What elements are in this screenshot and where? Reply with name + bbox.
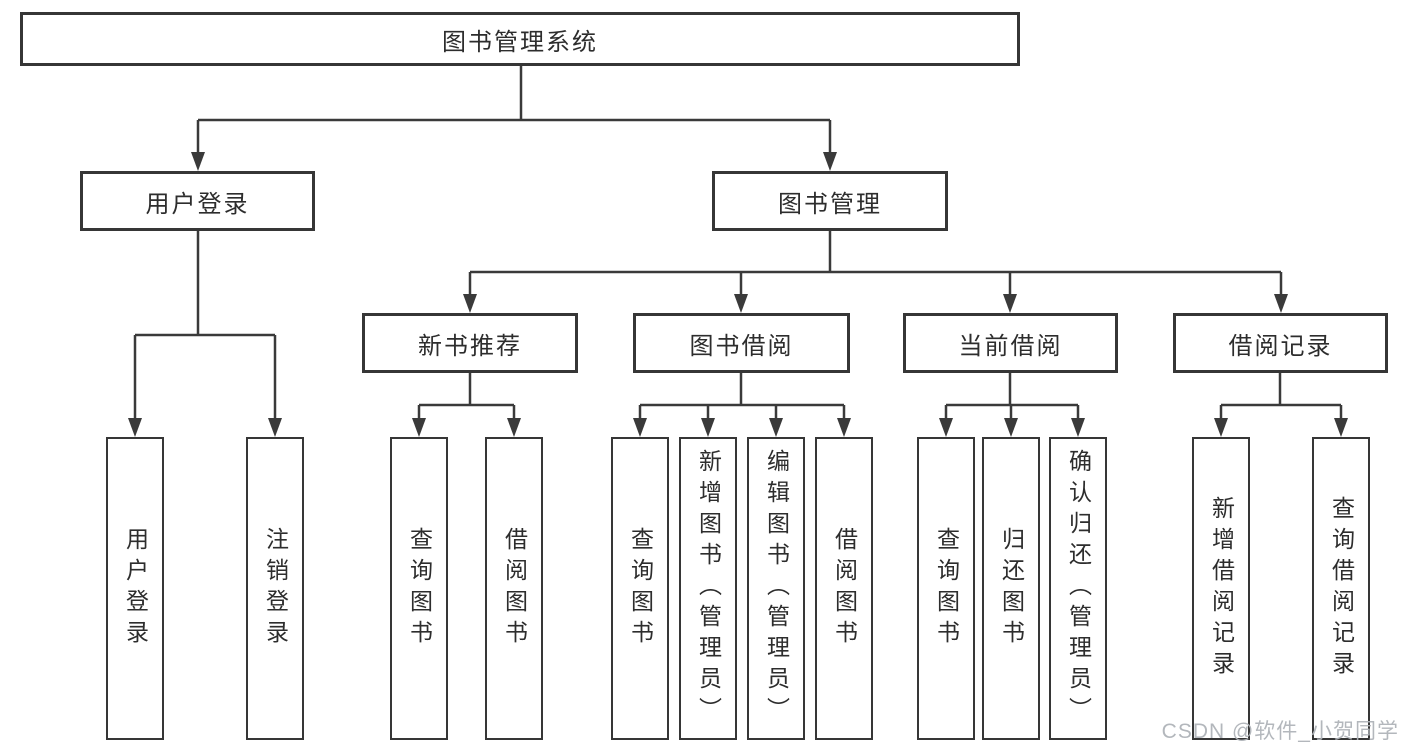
node-current-borrow: 当前借阅: [903, 313, 1118, 373]
node-leaf-add-borrow-record: 新增借阅记录: [1192, 437, 1250, 740]
node-leaf-query-books-borrow: 查询图书: [611, 437, 669, 740]
leaf-label: 新增借阅记录: [1208, 495, 1235, 682]
leaf-label: 注销登录: [262, 526, 289, 651]
leaf-label: 编辑图书（管理员）: [763, 449, 790, 728]
leaf-label: 查询图书: [627, 526, 654, 651]
node-user-login: 用户登录: [80, 171, 315, 231]
node-leaf-confirm-return-admin: 确认归还（管理员）: [1049, 437, 1107, 740]
node-leaf-borrow-books-borrow: 借阅图书: [815, 437, 873, 740]
node-borrow-records: 借阅记录: [1173, 313, 1388, 373]
arrowheads: [128, 152, 1348, 437]
connector-paths: [133, 66, 1343, 420]
leaf-label: 借阅图书: [831, 526, 858, 651]
leaf-label: 查询借阅记录: [1328, 495, 1355, 682]
node-leaf-query-books-recommend: 查询图书: [390, 437, 448, 740]
node-leaf-add-book-admin: 新增图书（管理员）: [679, 437, 737, 740]
node-leaf-user-login: 用户登录: [106, 437, 164, 740]
node-leaf-logout: 注销登录: [246, 437, 304, 740]
leaf-label: 新增图书（管理员）: [695, 449, 722, 728]
node-root: 图书管理系统: [20, 12, 1020, 66]
node-new-book-recommend: 新书推荐: [362, 313, 578, 373]
node-book-management: 图书管理: [712, 171, 948, 231]
leaf-label: 借阅图书: [501, 526, 528, 651]
leaf-label: 归还图书: [998, 526, 1025, 651]
leaf-label: 用户登录: [122, 526, 149, 651]
node-leaf-query-books-current: 查询图书: [917, 437, 975, 740]
leaf-label: 查询图书: [406, 526, 433, 651]
node-leaf-borrow-books-recommend: 借阅图书: [485, 437, 543, 740]
csdn-watermark: CSDN @软件_小贺同学: [1161, 720, 1399, 743]
node-book-borrow: 图书借阅: [633, 313, 850, 373]
node-leaf-return-book: 归还图书: [982, 437, 1040, 740]
leaf-label: 确认归还（管理员）: [1065, 449, 1092, 728]
node-leaf-edit-book-admin: 编辑图书（管理员）: [747, 437, 805, 740]
leaf-label: 查询图书: [933, 526, 960, 651]
node-leaf-query-borrow-record: 查询借阅记录: [1312, 437, 1370, 740]
